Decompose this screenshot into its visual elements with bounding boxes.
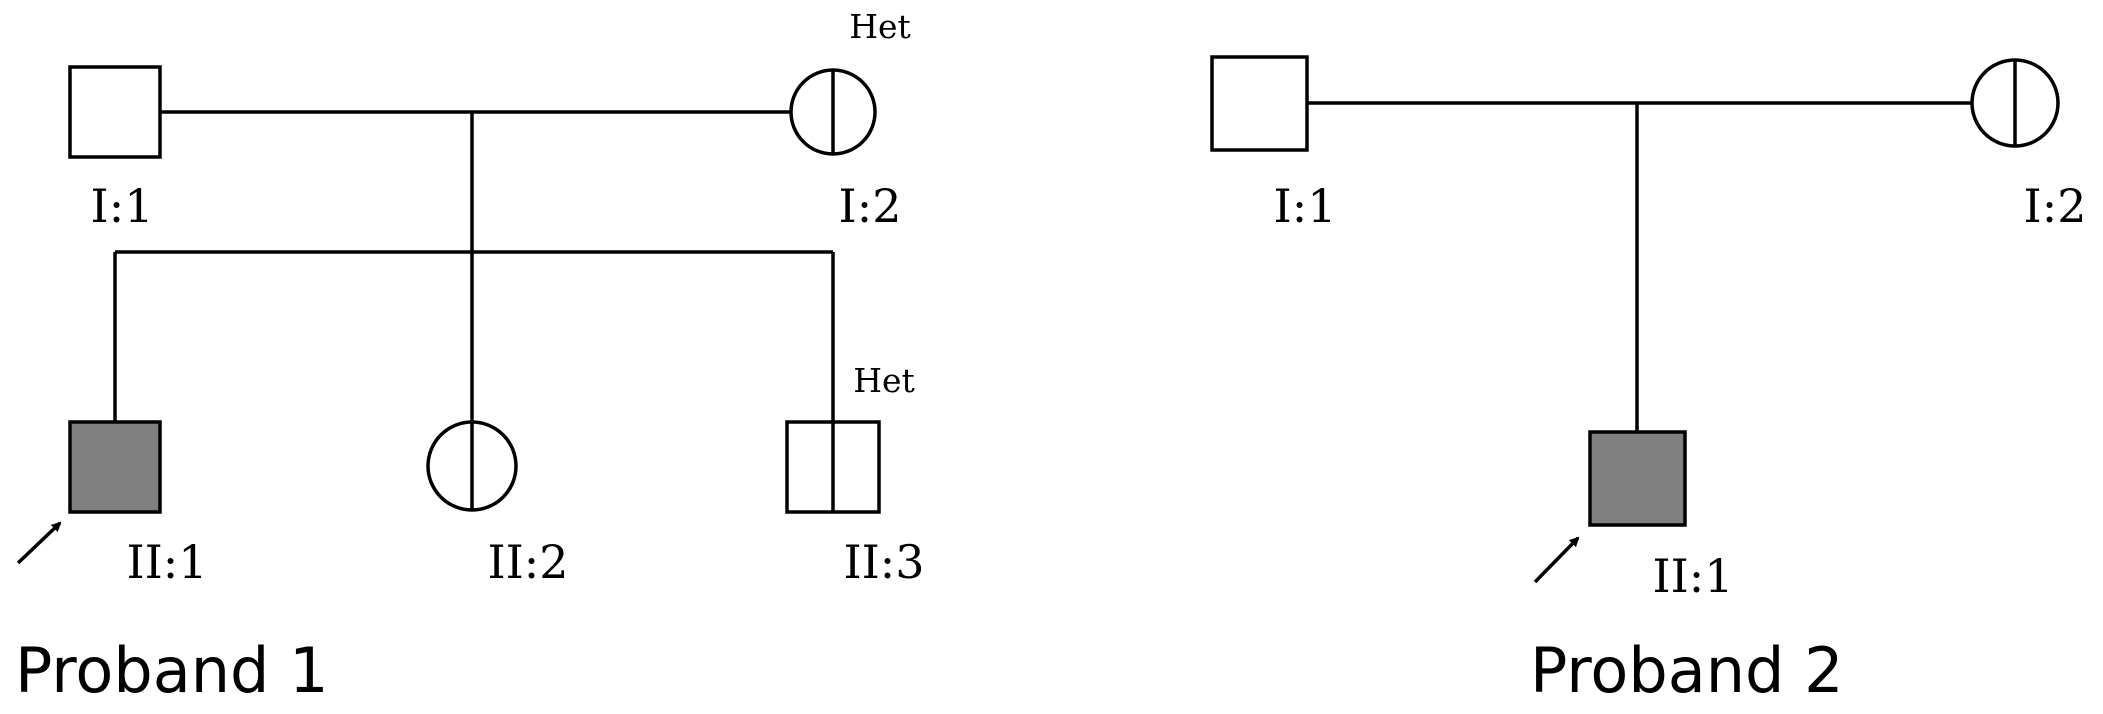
p2-proband-arrow bbox=[1533, 536, 1580, 584]
p1-II1-label: II:1 bbox=[126, 535, 207, 589]
p2-II1-label: II:1 bbox=[1652, 549, 1733, 603]
p1-I1-male-square bbox=[68, 65, 162, 159]
p1-II3-label: II:3 bbox=[843, 535, 924, 589]
pedigree-2: I:1 I:2 II:1 Proband 2 bbox=[1210, 55, 2087, 707]
p1-II1-affected-square bbox=[68, 420, 162, 514]
p2-caption: Proband 2 bbox=[1530, 634, 1844, 707]
p2-I1-label: I:1 bbox=[1274, 179, 1337, 233]
p1-I2-het-note: Het bbox=[849, 7, 911, 46]
p1-caption: Proband 1 bbox=[15, 634, 329, 707]
p1-II2-label: II:2 bbox=[487, 535, 568, 589]
p2-I2-label: I:2 bbox=[2024, 179, 2087, 233]
p1-II3-het-note: Het bbox=[853, 361, 915, 400]
pedigree-1: I:1 Het I:2 II:1 II:2 Het II:3 Proband 1 bbox=[15, 7, 925, 707]
p2-II1-affected-square bbox=[1588, 430, 1687, 527]
p1-I1-label: I:1 bbox=[91, 179, 154, 233]
p1-proband-arrow bbox=[16, 521, 62, 565]
p2-I1-male-square bbox=[1210, 55, 1309, 152]
p1-I2-label: I:2 bbox=[839, 179, 902, 233]
